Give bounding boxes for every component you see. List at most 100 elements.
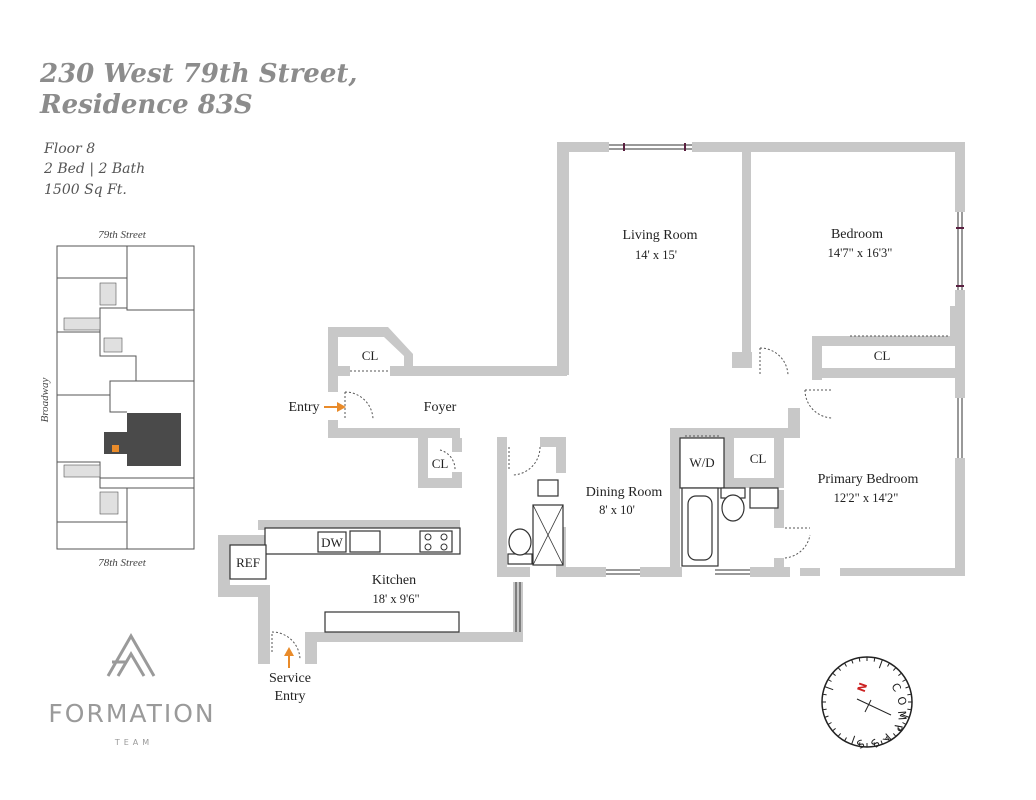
compass-tick [873,742,876,747]
floor-label: Floor 8 [43,141,95,157]
compass-tick [907,693,912,696]
keyplan-bottom-street: 78th Street [98,557,146,569]
keyplan: 79th Street 78th Street Broadway [39,229,195,569]
compass-tick [824,715,829,718]
compass-tick [844,662,847,667]
kitchen-name: Kitchen [372,573,416,588]
compass-letter: S [854,736,866,751]
foyer-closet-label: CL [432,456,449,471]
bedroom-closet-label: CL [874,348,891,363]
compass-tick [878,659,883,669]
compass-icon: N C O M P A S S [821,656,913,751]
bath1-sink [537,479,559,497]
windows [515,143,964,632]
living-room-name: Living Room [622,228,697,243]
primary-bedroom-dims: 12'2" x 14'2" [834,491,899,505]
service-entry-arrow-icon [284,647,294,668]
bath1-toilet [507,528,533,565]
refrigerator-label: REF [236,555,260,570]
beds-baths-label: 2 Bed | 2 Bath [43,161,145,177]
branding: FORMATION TEAM [48,632,215,747]
compass-tick [905,686,910,689]
brand-name: FORMATION [48,699,215,728]
fixture-labels: CL CL CL CL W/D DW REF [236,348,890,570]
keyplan-unit-highlight [104,413,181,466]
compass-tick [892,667,897,671]
keyplan-side-street: Broadway [39,377,51,422]
compass-tick [822,708,827,711]
bedroom-dims: 14'7" x 16'3" [828,246,893,260]
washer-dryer [679,437,725,489]
walls [218,142,965,664]
compass-tick [887,737,890,742]
compass-tick [858,657,861,662]
kitchen-sink [349,530,381,553]
compass-letter: S [868,736,882,750]
compass-tick [900,713,910,718]
compass-tick [844,737,847,742]
compass-tick [898,727,902,732]
compass-tick [824,686,834,691]
living-room-dims: 14' x 15' [635,248,677,262]
compass-tick [822,693,827,696]
washer-dryer-label: W/D [689,455,714,470]
compass-tick [851,735,856,745]
compass-tick [887,662,890,667]
bath2-sink [749,487,779,509]
refrigerator [229,544,267,580]
compass-letter: C [888,681,903,695]
kitchen-island-counter [324,611,460,633]
compass-tick [837,733,842,737]
bath2-toilet [720,487,746,522]
compass-letter: P [891,723,905,732]
foyer-name: Foyer [424,400,457,415]
keyplan-blocks [57,246,194,549]
compass-north-label: N [855,681,870,694]
fixtures [229,437,779,633]
dishwasher-label: DW [321,535,343,550]
entry-label: Entry [288,400,319,415]
size-label: 1500 Sq Ft. [44,182,127,198]
compass-tick [892,733,897,737]
dining-room-dims: 8' x 10' [599,503,635,517]
compass-tick [880,740,883,745]
compass-tick [907,708,912,711]
room-labels: Living Room 14' x 15' Bedroom 14'7" x 16… [372,227,919,606]
compass-tick [873,657,876,662]
compass-tick [902,679,907,682]
brand-sub: TEAM [114,738,153,747]
compass-tick [832,727,836,732]
bathtub [681,487,719,567]
compass-tick [837,667,842,671]
keyplan-hatch [63,282,123,515]
compass-tick [902,722,907,725]
primary-closet-label: CL [750,451,767,466]
compass-tick [851,659,854,664]
cooktop [419,530,453,553]
kitchen-dims: 18' x 9'6" [372,592,419,606]
title-line-1: 230 West 79th Street, [39,59,357,89]
entry-arrow-icon [324,402,346,412]
keyplan-unit-marker [112,445,119,452]
primary-bedroom-name: Primary Bedroom [818,472,919,487]
service-entry-line-2: Entry [274,689,305,704]
entries: Entry Service Entry [269,400,346,704]
compass-tick [827,722,832,725]
compass-tick [832,672,836,677]
service-entry-line-1: Service [269,671,311,686]
title-line-2: Residence 83S [39,90,253,120]
dishwasher [317,531,347,553]
compass-tick [827,679,832,682]
doors [271,335,950,661]
keyplan-top-street: 79th Street [98,229,146,241]
compass-tick [858,742,861,747]
compass-letter: O [894,695,909,708]
formation-logo-icon [106,632,156,677]
header: 230 West 79th Street, Residence 83S Floo… [39,59,357,198]
keyplan-outline [56,245,195,550]
dining-room-name: Dining Room [586,485,663,500]
bedroom-name: Bedroom [831,227,883,242]
entry-closet-label: CL [362,348,379,363]
compass-letter: M [895,710,909,720]
